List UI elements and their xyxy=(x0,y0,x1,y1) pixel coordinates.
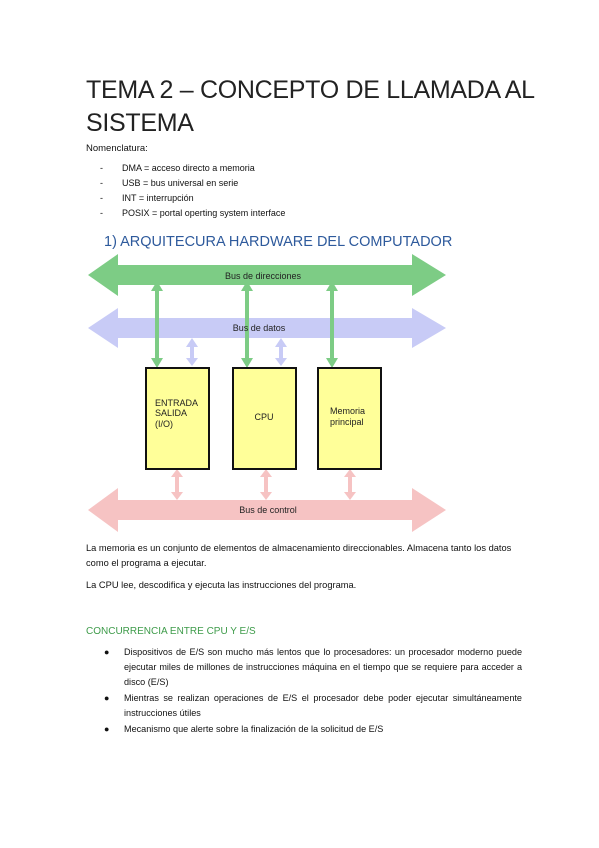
bullet-marker: ● xyxy=(104,693,110,703)
nomenclature-label: Nomenclatura: xyxy=(86,143,148,154)
bus-data-arrow xyxy=(88,308,446,348)
list-item: ● Dispositivos de E/S son mucho más lento… xyxy=(86,645,522,690)
address-connector-mem xyxy=(326,281,338,368)
bullet-marker: ● xyxy=(104,647,110,657)
list-item: ● Mientras se realizan operaciones de E/S… xyxy=(86,691,522,721)
section-heading-concurrency: CONCURRENCIA ENTRE CPU Y E/S xyxy=(86,626,256,637)
bullet-text: Dispositivos de E/S son mucho más lentos… xyxy=(124,647,522,687)
box-io xyxy=(145,367,210,470)
data-connector-cpu xyxy=(275,338,287,366)
box-memory xyxy=(317,367,382,470)
bullet-text: Mientras se realizan operaciones de E/S … xyxy=(124,693,522,718)
bus-address-arrow xyxy=(88,254,446,296)
bus-address-label: Bus de direcciones xyxy=(225,271,302,281)
architecture-diagram: Bus de direcciones Bus de datos Bus de c… xyxy=(88,254,446,532)
dash-marker: - xyxy=(100,193,103,203)
bullet-marker: ● xyxy=(104,724,110,734)
bus-data-label: Bus de datos xyxy=(233,323,286,333)
address-connector-cpu xyxy=(241,281,253,368)
list-item: - INT = interrupción xyxy=(100,191,285,206)
dash-marker: - xyxy=(100,163,103,173)
control-connector-cpu xyxy=(260,469,272,500)
bullet-text: Mecanismo que alerte sobre la finalizaci… xyxy=(124,724,384,734)
bus-control-label: Bus de control xyxy=(239,505,297,515)
list-item: - USB = bus universal en serie xyxy=(100,176,285,191)
control-connector-io xyxy=(171,469,183,500)
list-item: - POSIX = portal operting system interfac… xyxy=(100,206,285,221)
data-connector-io xyxy=(186,338,198,366)
list-item: - DMA = acceso directo a memoria xyxy=(100,161,285,176)
box-mem-label-2: principal xyxy=(330,417,364,427)
nomenclature-item: POSIX = portal operting system interface xyxy=(122,208,286,218)
nomenclature-item: DMA = acceso directo a memoria xyxy=(122,163,255,173)
list-item: ● Mecanismo que alerte sobre la finalizac… xyxy=(86,722,522,737)
nomenclature-list: - DMA = acceso directo a memoria - USB = b… xyxy=(100,161,285,221)
control-connectors xyxy=(171,469,356,500)
box-cpu xyxy=(232,367,297,470)
paragraph-cpu: La CPU lee, descodifica y ejecuta las in… xyxy=(86,580,357,590)
box-mem-label-1: Memoria xyxy=(330,406,365,416)
control-connector-mem xyxy=(344,469,356,500)
paragraph-memory: La memoria es un conjunto de elementos d… xyxy=(86,543,512,568)
address-connector-io xyxy=(151,281,163,368)
nomenclature-item: USB = bus universal en serie xyxy=(122,178,239,188)
section-heading-architecture: 1) ARQUITECURA HARDWARE DEL COMPUTADOR xyxy=(104,234,453,250)
box-io-label-2: SALIDA xyxy=(155,408,187,418)
page-title: TEMA 2 – CONCEPTO DE LLAMADA AL SISTEMA xyxy=(86,76,534,137)
dash-marker: - xyxy=(100,178,103,188)
box-cpu-label: CPU xyxy=(254,412,273,422)
box-io-label-1: ENTRADA xyxy=(155,398,198,408)
dash-marker: - xyxy=(100,208,103,218)
nomenclature-item: INT = interrupción xyxy=(122,193,194,203)
data-connectors xyxy=(186,338,287,366)
address-connectors xyxy=(151,281,338,368)
box-io-label-3: (I/O) xyxy=(155,419,173,429)
bus-control-arrow xyxy=(88,488,446,532)
concurrency-list: ● Dispositivos de E/S son mucho más lento… xyxy=(86,645,522,738)
